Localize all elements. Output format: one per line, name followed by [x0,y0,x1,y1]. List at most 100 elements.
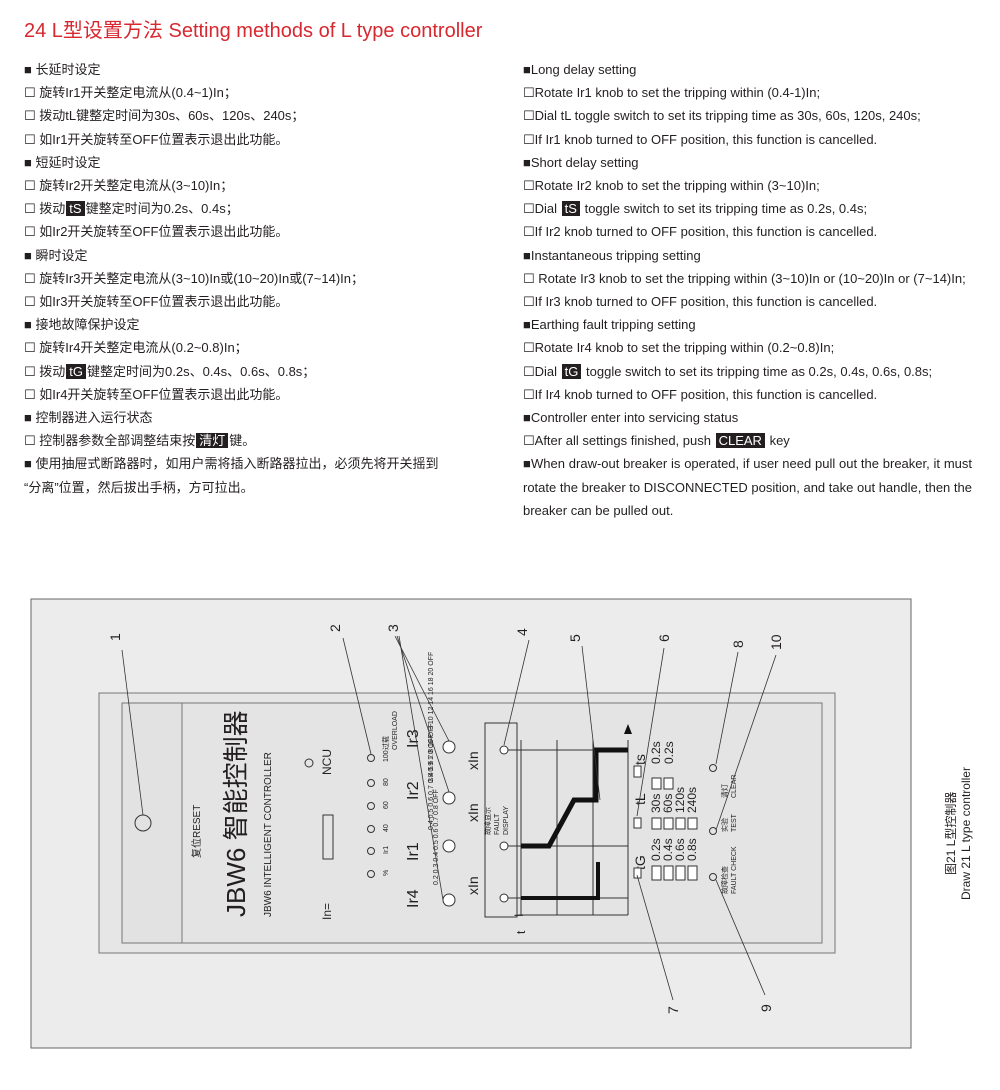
switch-boxes [633,765,698,881]
overload-led-column [367,754,375,878]
callout-4: 4 [514,628,530,636]
cn-short-delay-item: ☐ 旋转Ir2开关整定电流从(3~10)In； [24,178,234,194]
clear-key-tag: 清灯 [196,433,229,449]
tg-value-04s: 0.4s [661,838,675,861]
english-column: ■Long delay setting ☐Rotate Ir1 knob to … [523,58,972,522]
cn-short-delay-item: ☐ 如Ir2开关旋转至OFF位置表示退出此功能。 [24,224,289,240]
earth-curve [521,862,600,900]
text: toggle switch to set its tripping time a… [580,201,868,217]
en-short-delay-item: ☐If Ir2 knob turned to OFF position, thi… [523,224,878,240]
tg-key-tag: tG [66,363,87,379]
en-earth-item: ☐If Ir4 knob turned to OFF position, thi… [523,386,878,402]
en-long-delay-heading: ■Long delay setting [523,62,637,77]
knobs [442,740,456,907]
display-label: DISPLAY [503,806,510,835]
cn-drawout-note: ■ 使用抽屉式断路器时，如用户需将插入断路器拉出，必须先将开关摇到 [24,456,439,472]
cn-long-delay-item: ☐ 旋转Ir1开关整定电流从(0.4~1)In； [24,85,237,101]
en-instant-heading: ■Instantaneous tripping setting [523,247,701,263]
clear-key-tag: CLEAR [715,433,765,449]
callout-10: 10 [768,634,784,650]
en-short-delay-item: ☐Dial tS toggle switch to set its trippi… [523,197,972,220]
ir2-scale: 3 4 5 6 7 8 10 OFF [428,723,435,782]
en-instant-item: ☐ Rotate Ir3 knob to set the tripping wi… [523,270,966,286]
tg-value-08s: 0.8s [685,838,699,861]
en-long-delay-item: ☐Dial tL toggle switch to set its trippi… [523,108,921,124]
led-100-label: 100 [383,750,390,762]
en-drawout-note: ■When draw-out breaker is operated, if u… [523,456,972,518]
reset-label: 复位RESET [190,805,203,858]
cn-long-delay-item: ☐ 拨动tL键整定时间为30s、60s、120s、240s； [24,108,305,124]
cn-long-delay-heading: ■ 长延时设定 [24,62,101,77]
page-title: 24 L型设置方法 Setting methods of L type cont… [24,20,483,42]
tl-switch-label: tL [632,793,648,805]
text: 键。 [229,433,256,449]
text: ☐Dial [523,201,561,217]
controller-face [181,702,823,944]
cn-controller-heading: ■ 控制器进入运行状态 [24,410,153,426]
in-display [322,814,334,860]
text: ☐After all settings finished, push [523,433,715,449]
en-short-delay-item: ☐Rotate Ir2 knob to set the tripping wit… [523,178,820,194]
brand-title: JBW6 智能控制器 [221,710,251,917]
cn-earth-item: ☐ 旋转Ir4开关整定电流从(0.2~0.8)In； [24,340,248,356]
ir3-unit-label: xIn [465,751,481,770]
ts-key-tag: tS [561,201,580,217]
cn-earth-item: ☐ 如Ir4开关旋转至OFF位置表示退出此功能。 [24,386,289,402]
curve-guides [508,740,629,916]
en-instant-item: ☐If Ir3 knob turned to OFF position, thi… [523,294,878,310]
fault-label: FAULT [494,813,501,835]
ir2-unit-label: xIn [465,803,481,822]
led-percent-label: % [383,870,390,876]
clear-button [709,764,717,772]
callout-7: 7 [665,1006,681,1014]
text: ☐ 控制器参数全部调整结束按 [24,433,196,449]
fault-check-cn-label: 故障检查 [720,866,729,894]
ir1-unit-label: xIn [465,876,481,895]
en-earth-heading: ■Earthing fault tripping setting [523,317,696,333]
clear-label: CLEAR [731,775,738,798]
ir1-scale: 0.4 0.5 0.6 0.7 0.8 0.9 1.0 OFF [428,734,435,830]
en-earth-item: ☐Rotate Ir4 knob to set the tripping wit… [523,340,835,356]
outer-panel [30,598,912,1049]
callout-6: 6 [656,634,672,642]
en-earth-item: ☐Dial tG toggle switch to set its trippi… [523,360,972,383]
en-short-delay-heading: ■Short delay setting [523,154,639,170]
in-label: In= [320,903,334,920]
mount-plate [98,692,836,954]
callout-2: 2 [327,624,343,632]
cn-earth-heading: ■ 接地故障保护设定 [24,317,140,333]
overload-label: OVERLOAD [392,711,399,750]
led-ir1-label: Ir1 [383,846,390,854]
tl-value-60s: 60s [661,794,675,813]
text: ☐ 拨动 [24,201,66,217]
led-60-label: 60 [383,801,390,809]
ncu-indicator [304,758,314,768]
ir2-label: Ir2 [405,781,422,800]
en-long-delay-item: ☐Rotate Ir1 knob to set the tripping wit… [523,85,821,101]
cn-short-delay-heading: ■ 短延时设定 [24,154,101,170]
callout-9: 9 [758,1004,774,1012]
long-short-curve [521,747,628,849]
callout-1: 1 [107,633,123,641]
cn-long-delay-item: ☐ 如Ir1开关旋转至OFF位置表示退出此功能。 [24,131,289,147]
cn-instant-item: ☐ 如Ir3开关旋转至OFF位置表示退出此功能。 [24,294,289,310]
figure-caption-cn: 图21 L型控制器 [944,792,958,875]
curve-indicators [499,745,509,903]
tl-value-30s: 30s [649,794,663,813]
en-controller-item: ☐After all settings finished, push CLEAR… [523,429,972,452]
reset-button [134,814,152,832]
callout-8: 8 [730,640,746,648]
tl-value-240s: 240s [685,787,699,813]
callout-3: 3 [385,624,401,632]
tg-key-tag: tG [561,363,582,379]
chinese-column: ■ 长延时设定 ☐ 旋转Ir1开关整定电流从(0.4~1)In； ☐ 拨动tL键… [24,58,494,499]
clear-cn-label: 清灯 [720,784,729,798]
tg-switch-label: tG [632,855,648,870]
cn-drawout-note: “分离”位置，然后拔出手柄，方可拉出。 [24,479,254,495]
text: key [765,433,790,449]
axis-i-label: I [512,914,526,917]
ir3-label: Ir3 [405,729,422,748]
brand-subtitle: JBW6 INTELLIGENT CONTROLLER [263,752,274,917]
ncu-label: NCU [320,749,334,775]
